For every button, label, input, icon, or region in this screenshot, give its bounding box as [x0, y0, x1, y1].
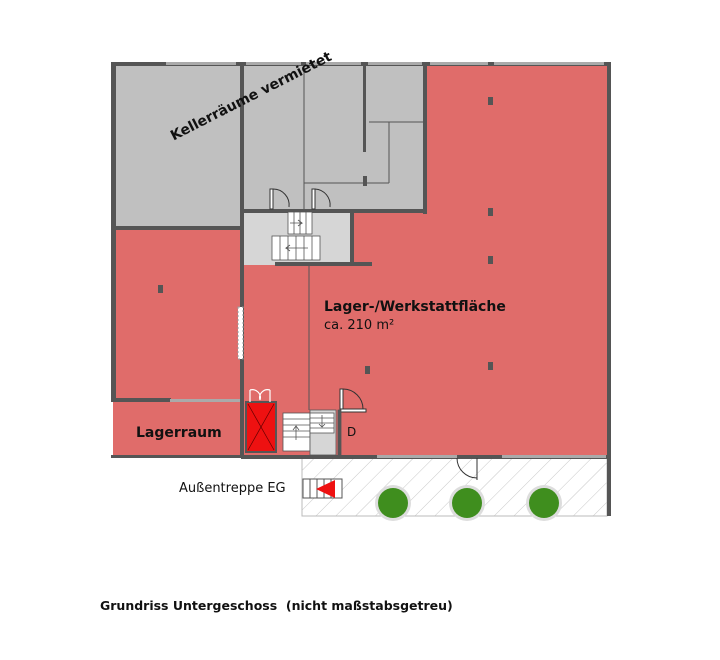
main-workshop-area	[425, 64, 609, 456]
outside-stair-label: Außentreppe EG	[179, 481, 286, 496]
plan-caption: Grundriss Untergeschoss (nicht maßstabsg…	[100, 598, 453, 613]
windows	[166, 62, 606, 458]
inner-staircase	[271, 211, 321, 261]
room-d-label: D	[347, 425, 357, 439]
glass-wall	[237, 306, 244, 360]
main-area-label: Lager-/Werkstattfläche	[324, 299, 506, 315]
elevator	[245, 389, 277, 453]
rented-rooms-middle	[242, 64, 426, 212]
rented-room-left	[114, 64, 240, 228]
outside-stair-icon	[302, 478, 343, 499]
tree-icons	[375, 485, 562, 521]
columns	[158, 97, 493, 374]
storage-room-left	[114, 230, 240, 400]
storage-room-label: Lagerraum	[136, 425, 222, 441]
inner-partitions	[303, 66, 423, 410]
doors	[269, 188, 478, 480]
storage-room	[113, 402, 241, 455]
main-area-size: ca. 210 m²	[324, 318, 395, 333]
lower-staircase	[282, 409, 342, 457]
